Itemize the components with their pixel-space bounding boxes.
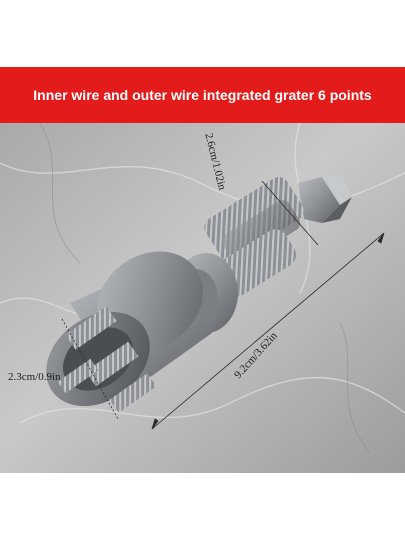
product-photo [0, 123, 405, 473]
hex-shank [298, 173, 352, 223]
dimension-label-side: 2.3cm/0.9in [8, 371, 61, 383]
title-banner: Inner wire and outer wire integrated gra… [0, 67, 405, 123]
grater-body [46, 251, 212, 413]
dimension-lines [61, 180, 385, 430]
outer-thread-die [204, 176, 304, 265]
tool-illustration [0, 123, 405, 473]
banner-title: Inner wire and outer wire integrated gra… [33, 86, 372, 103]
